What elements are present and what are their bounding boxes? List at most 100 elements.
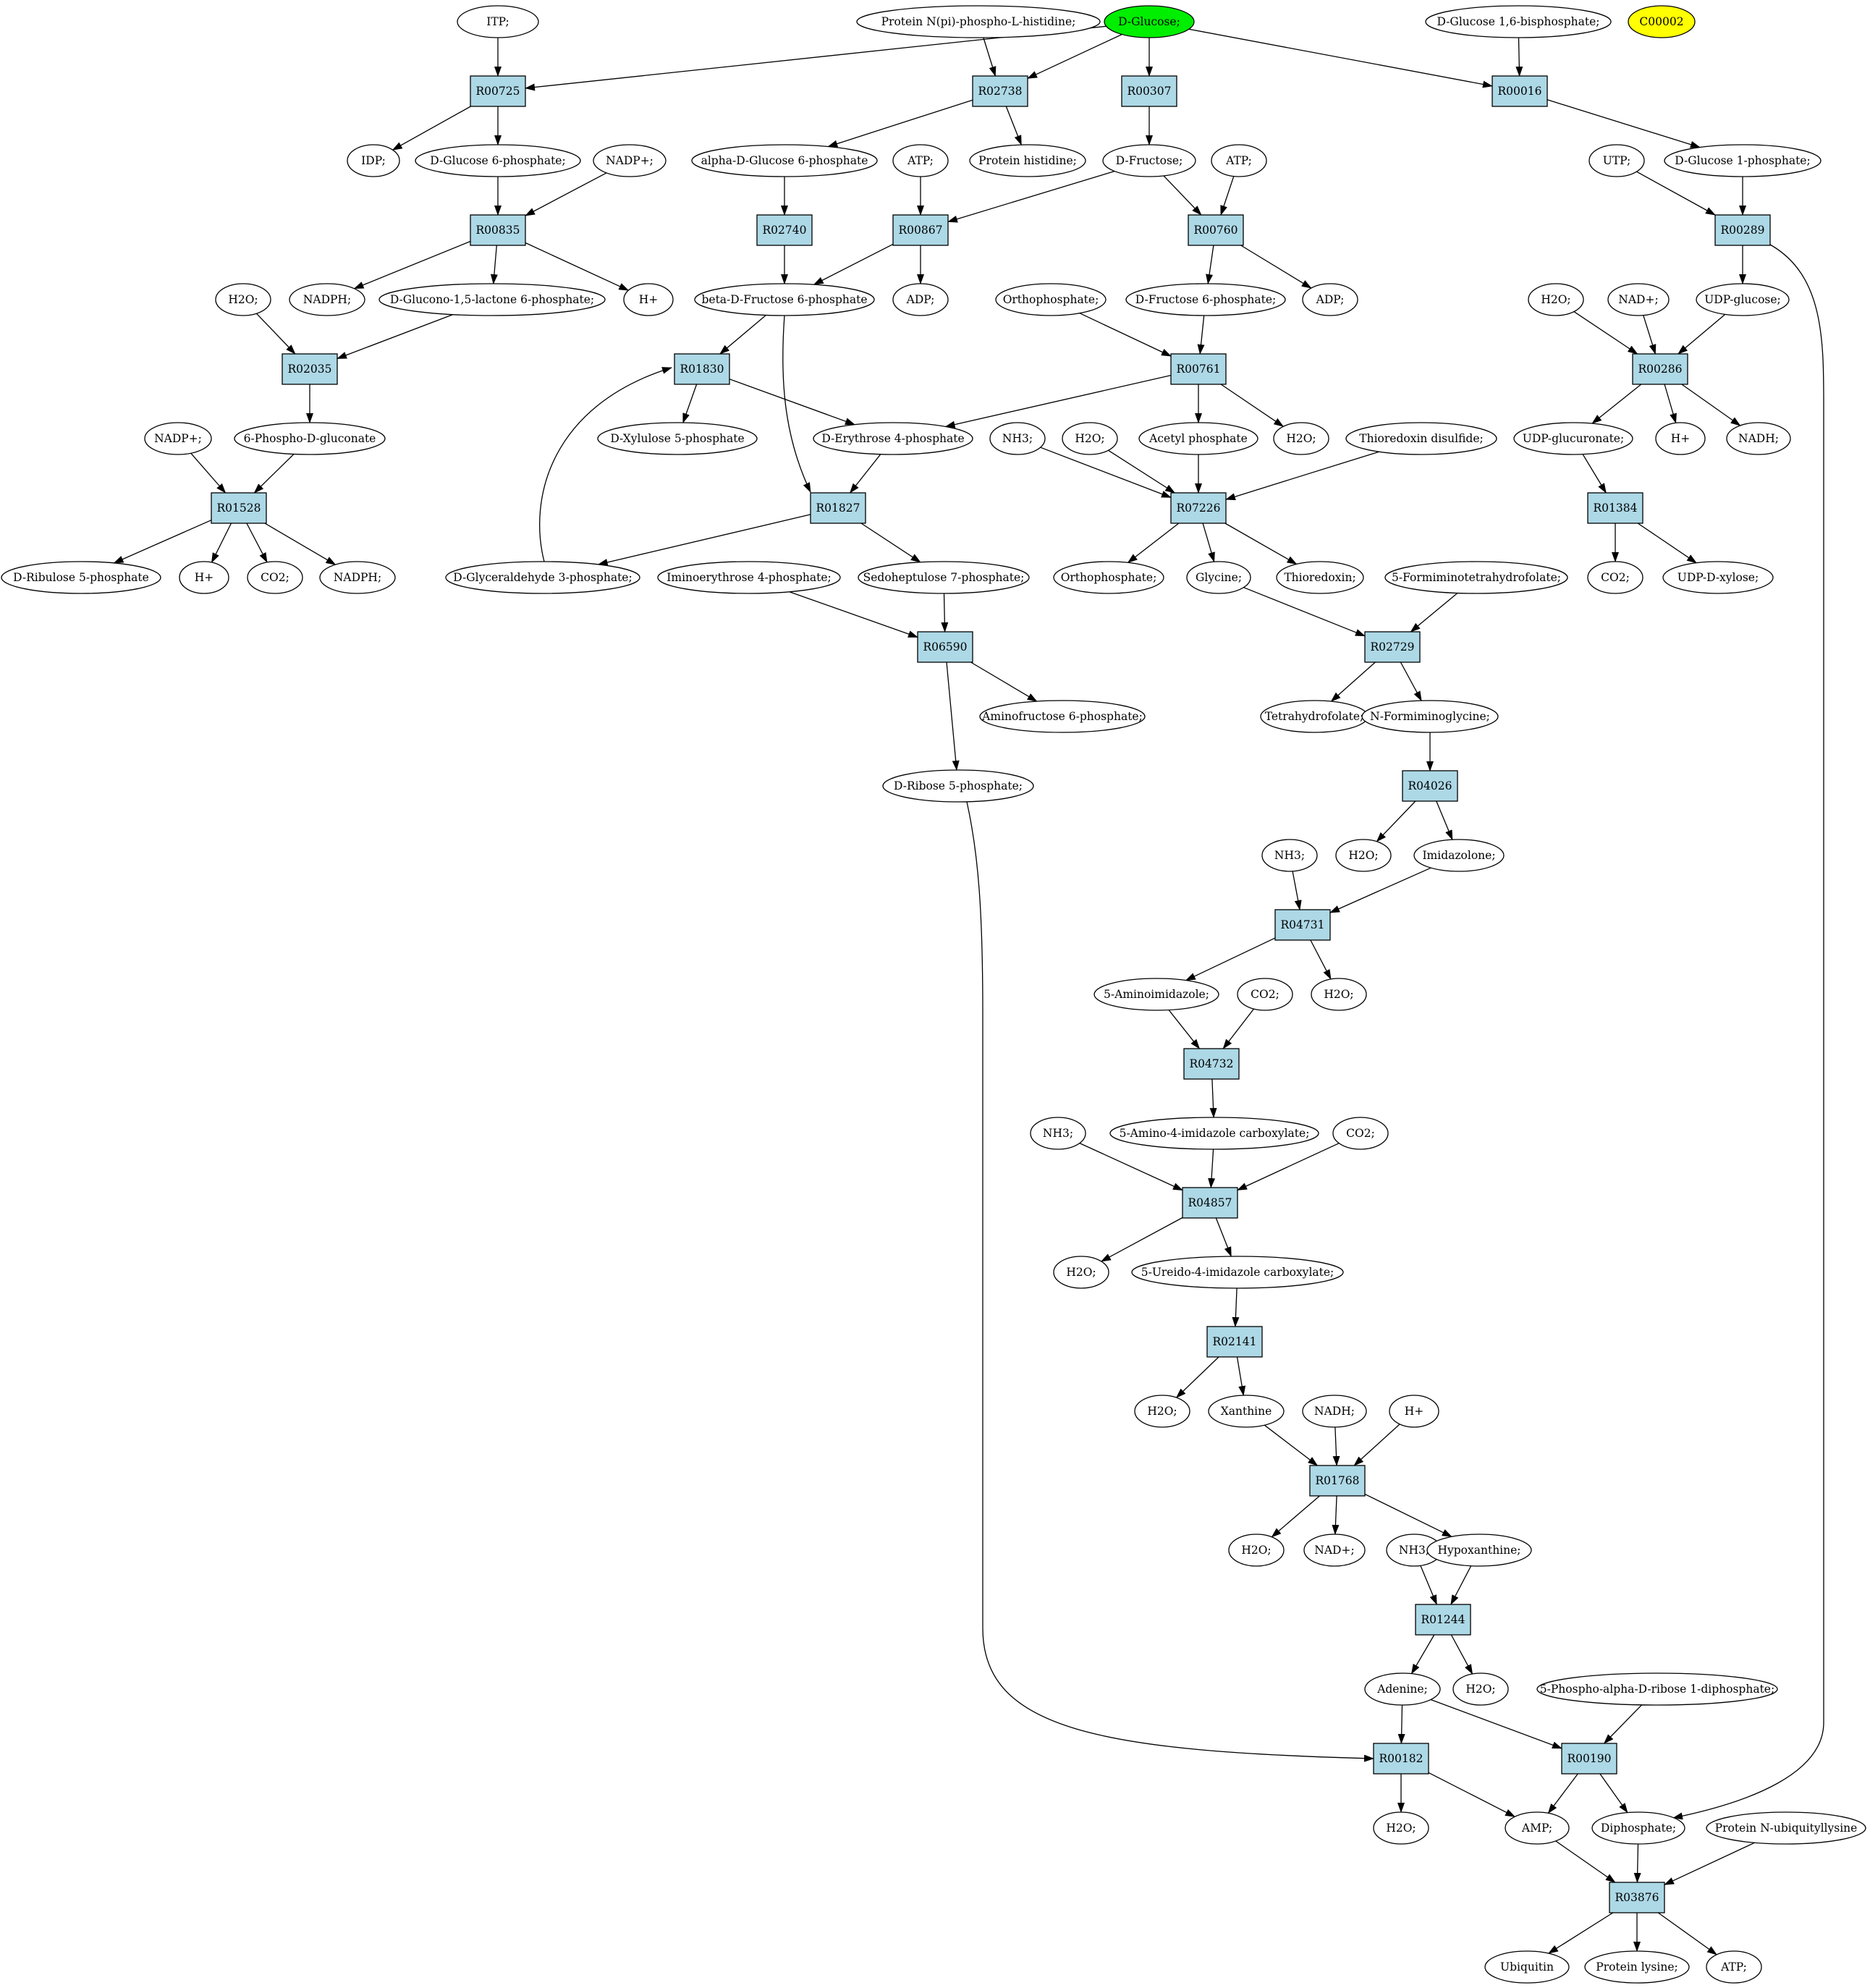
compound-node-gly[interactable]: Glycine; [1186,561,1251,594]
compound-node-dglc[interactable]: D-Glucose; [1104,5,1195,38]
reaction-node-r00725[interactable]: R00725 [470,75,526,107]
compound-node-gl6p[interactable]: D-Glucono-1,5-lactone 6-phosphate; [378,283,606,316]
reaction-node-r04731[interactable]: R04731 [1274,909,1331,941]
compound-node-nfg[interactable]: N-Formiminoglycine; [1361,700,1499,733]
compound-node-h2o3[interactable]: H2O; [1062,422,1118,455]
compound-node-h2o8[interactable]: H2O; [1134,1395,1190,1428]
reaction-node-r00835[interactable]: R00835 [470,214,526,246]
compound-node-pgluc[interactable]: 6-Phospho-D-gluconate [234,422,386,455]
compound-node-ag6p[interactable]: alpha-D-Glucose 6-phosphate [691,144,878,177]
compound-node-ru5p[interactable]: D-Ribulose 5-phosphate [1,561,161,594]
compound-node-e4p[interactable]: D-Erythrose 4-phosphate [813,422,973,455]
compound-node-atp3[interactable]: ATP; [1706,1950,1762,1984]
compound-node-itp[interactable]: ITP; [457,5,539,38]
compound-node-thf[interactable]: Tetrahydrofolate; [1260,700,1368,733]
reaction-node-r00016[interactable]: R00016 [1492,75,1548,107]
reaction-node-r01768[interactable]: R01768 [1309,1465,1366,1497]
compound-node-nh3c[interactable]: NH3; [1030,1117,1086,1150]
compound-node-hp4[interactable]: H+ [1389,1395,1439,1428]
compound-node-trx[interactable]: Thioredoxin; [1276,561,1364,594]
reaction-node-r07226[interactable]: R07226 [1170,492,1227,524]
compound-node-c00002[interactable]: C00002 [1628,5,1696,38]
reaction-node-r02141[interactable]: R02141 [1206,1326,1263,1358]
compound-node-aim[interactable]: 5-Aminoimidazole; [1093,978,1219,1011]
compound-node-nadp3[interactable]: NAD+; [1303,1534,1366,1567]
compound-node-atp2[interactable]: ATP; [1211,144,1267,177]
compound-node-nh3a[interactable]: NH3; [989,422,1046,455]
compound-node-nadpp[interactable]: NADP+; [144,422,212,455]
compound-node-hp3[interactable]: H+ [179,561,229,594]
reaction-node-r00289[interactable]: R00289 [1714,214,1771,246]
compound-node-h2o10[interactable]: H2O; [1452,1672,1509,1706]
compound-node-imz[interactable]: Imidazolone; [1413,839,1505,872]
compound-node-ade[interactable]: Adenine; [1364,1672,1441,1706]
reaction-node-r01528[interactable]: R01528 [211,492,267,524]
compound-node-f6p[interactable]: D-Fructose 6-phosphate; [1125,283,1286,316]
compound-node-adp2[interactable]: ADP; [1302,283,1358,316]
reaction-node-r00307[interactable]: R00307 [1121,75,1177,107]
compound-node-hp2[interactable]: H+ [1655,422,1706,455]
reaction-node-r04857[interactable]: R04857 [1182,1187,1238,1219]
compound-node-utp[interactable]: UTP; [1588,144,1645,177]
compound-node-pnph[interactable]: Protein N(pi)-phospho-L-histidine; [856,5,1101,38]
compound-node-pnul[interactable]: Protein N-ubiquityllysine [1706,1811,1866,1845]
compound-node-trxd[interactable]: Thioredoxin disulfide; [1345,422,1497,455]
compound-node-nh3d[interactable]: NH3; [1386,1534,1442,1567]
compound-node-xan[interactable]: Xanthine [1208,1395,1285,1428]
compound-node-nadph2[interactable]: NADPH; [319,561,396,594]
compound-node-udpg[interactable]: UDP-glucose; [1696,283,1790,316]
compound-node-g16bp[interactable]: D-Glucose 1,6-bisphosphate; [1425,5,1612,38]
reaction-node-r04026[interactable]: R04026 [1402,770,1458,802]
compound-node-plys[interactable]: Protein lysine; [1584,1950,1690,1984]
reaction-node-r00190[interactable]: R00190 [1561,1743,1617,1775]
compound-node-h2o7[interactable]: H2O; [1053,1256,1109,1289]
reaction-node-r03876[interactable]: R03876 [1609,1882,1665,1913]
compound-node-nadp1[interactable]: NADP+; [593,144,667,177]
reaction-node-r01830[interactable]: R01830 [674,353,730,385]
compound-node-co2a[interactable]: CO2; [247,561,303,594]
compound-node-h2o1[interactable]: H2O; [215,283,271,316]
compound-node-ie4p[interactable]: Iminoerythrose 4-phosphate; [657,561,841,594]
compound-node-hyp[interactable]: Hypoxanthine; [1426,1534,1532,1567]
compound-node-udpga[interactable]: UDP-glucuronate; [1513,422,1633,455]
reaction-node-r00760[interactable]: R00760 [1188,214,1244,246]
compound-node-atp1[interactable]: ATP; [892,144,949,177]
reaction-node-r02740[interactable]: R02740 [756,214,813,246]
reaction-node-r01244[interactable]: R01244 [1415,1604,1471,1636]
compound-node-co2b[interactable]: CO2; [1587,561,1643,594]
compound-node-nadh2[interactable]: NADH; [1302,1395,1367,1428]
reaction-node-r00867[interactable]: R00867 [892,214,949,246]
compound-node-g1p[interactable]: D-Glucose 1-phosphate; [1664,144,1822,177]
compound-node-s7p[interactable]: Sedoheptulose 7-phosphate; [858,561,1030,594]
compound-node-x5p[interactable]: D-Xylulose 5-phosphate [597,422,758,455]
compound-node-amp[interactable]: AMP; [1505,1811,1570,1845]
compound-node-aic[interactable]: 5-Amino-4-imidazole carboxylate; [1109,1117,1319,1150]
reaction-node-r01384[interactable]: R01384 [1587,492,1643,524]
compound-node-ubq[interactable]: Ubiquitin [1484,1950,1570,1984]
compound-node-h2o11[interactable]: H2O; [1373,1811,1429,1845]
compound-node-dfru[interactable]: D-Fructose; [1102,144,1196,177]
compound-node-h2o5[interactable]: H2O; [1335,839,1392,872]
compound-node-h2o9[interactable]: H2O; [1228,1534,1285,1567]
compound-node-gap[interactable]: D-Glyceraldehyde 3-phosphate; [445,561,640,594]
compound-node-prpp[interactable]: 5-Phospho-alpha-D-ribose 1-diphosphate; [1536,1672,1778,1706]
compound-node-nadp2[interactable]: NAD+; [1607,283,1670,316]
compound-node-nadph1[interactable]: NADPH; [289,283,365,316]
reaction-node-r01827[interactable]: R01827 [810,492,866,524]
reaction-node-r02729[interactable]: R02729 [1364,631,1421,663]
compound-node-nh3b[interactable]: NH3; [1261,839,1318,872]
compound-node-hp1[interactable]: H+ [623,283,674,316]
reaction-node-r04732[interactable]: R04732 [1183,1048,1240,1080]
compound-node-r5p[interactable]: D-Ribose 5-phosphate; [882,769,1034,803]
compound-node-h2o6[interactable]: H2O; [1311,978,1367,1011]
compound-node-fthf[interactable]: 5-Formiminotetrahydrofolate; [1384,561,1568,594]
compound-node-h2o2[interactable]: H2O; [1528,283,1584,316]
reaction-node-r02035[interactable]: R02035 [282,353,338,385]
compound-node-co2d[interactable]: CO2; [1332,1117,1389,1150]
compound-node-idp[interactable]: IDP; [347,144,400,177]
compound-node-uic[interactable]: 5-Ureido-4-imidazole carboxylate; [1131,1256,1344,1289]
compound-node-acp[interactable]: Acetyl phosphate [1138,422,1258,455]
compound-node-ortho2[interactable]: Orthophosphate; [1053,561,1164,594]
compound-node-udpx[interactable]: UDP-D-xylose; [1662,561,1774,594]
reaction-node-r02738[interactable]: R02738 [972,75,1028,107]
